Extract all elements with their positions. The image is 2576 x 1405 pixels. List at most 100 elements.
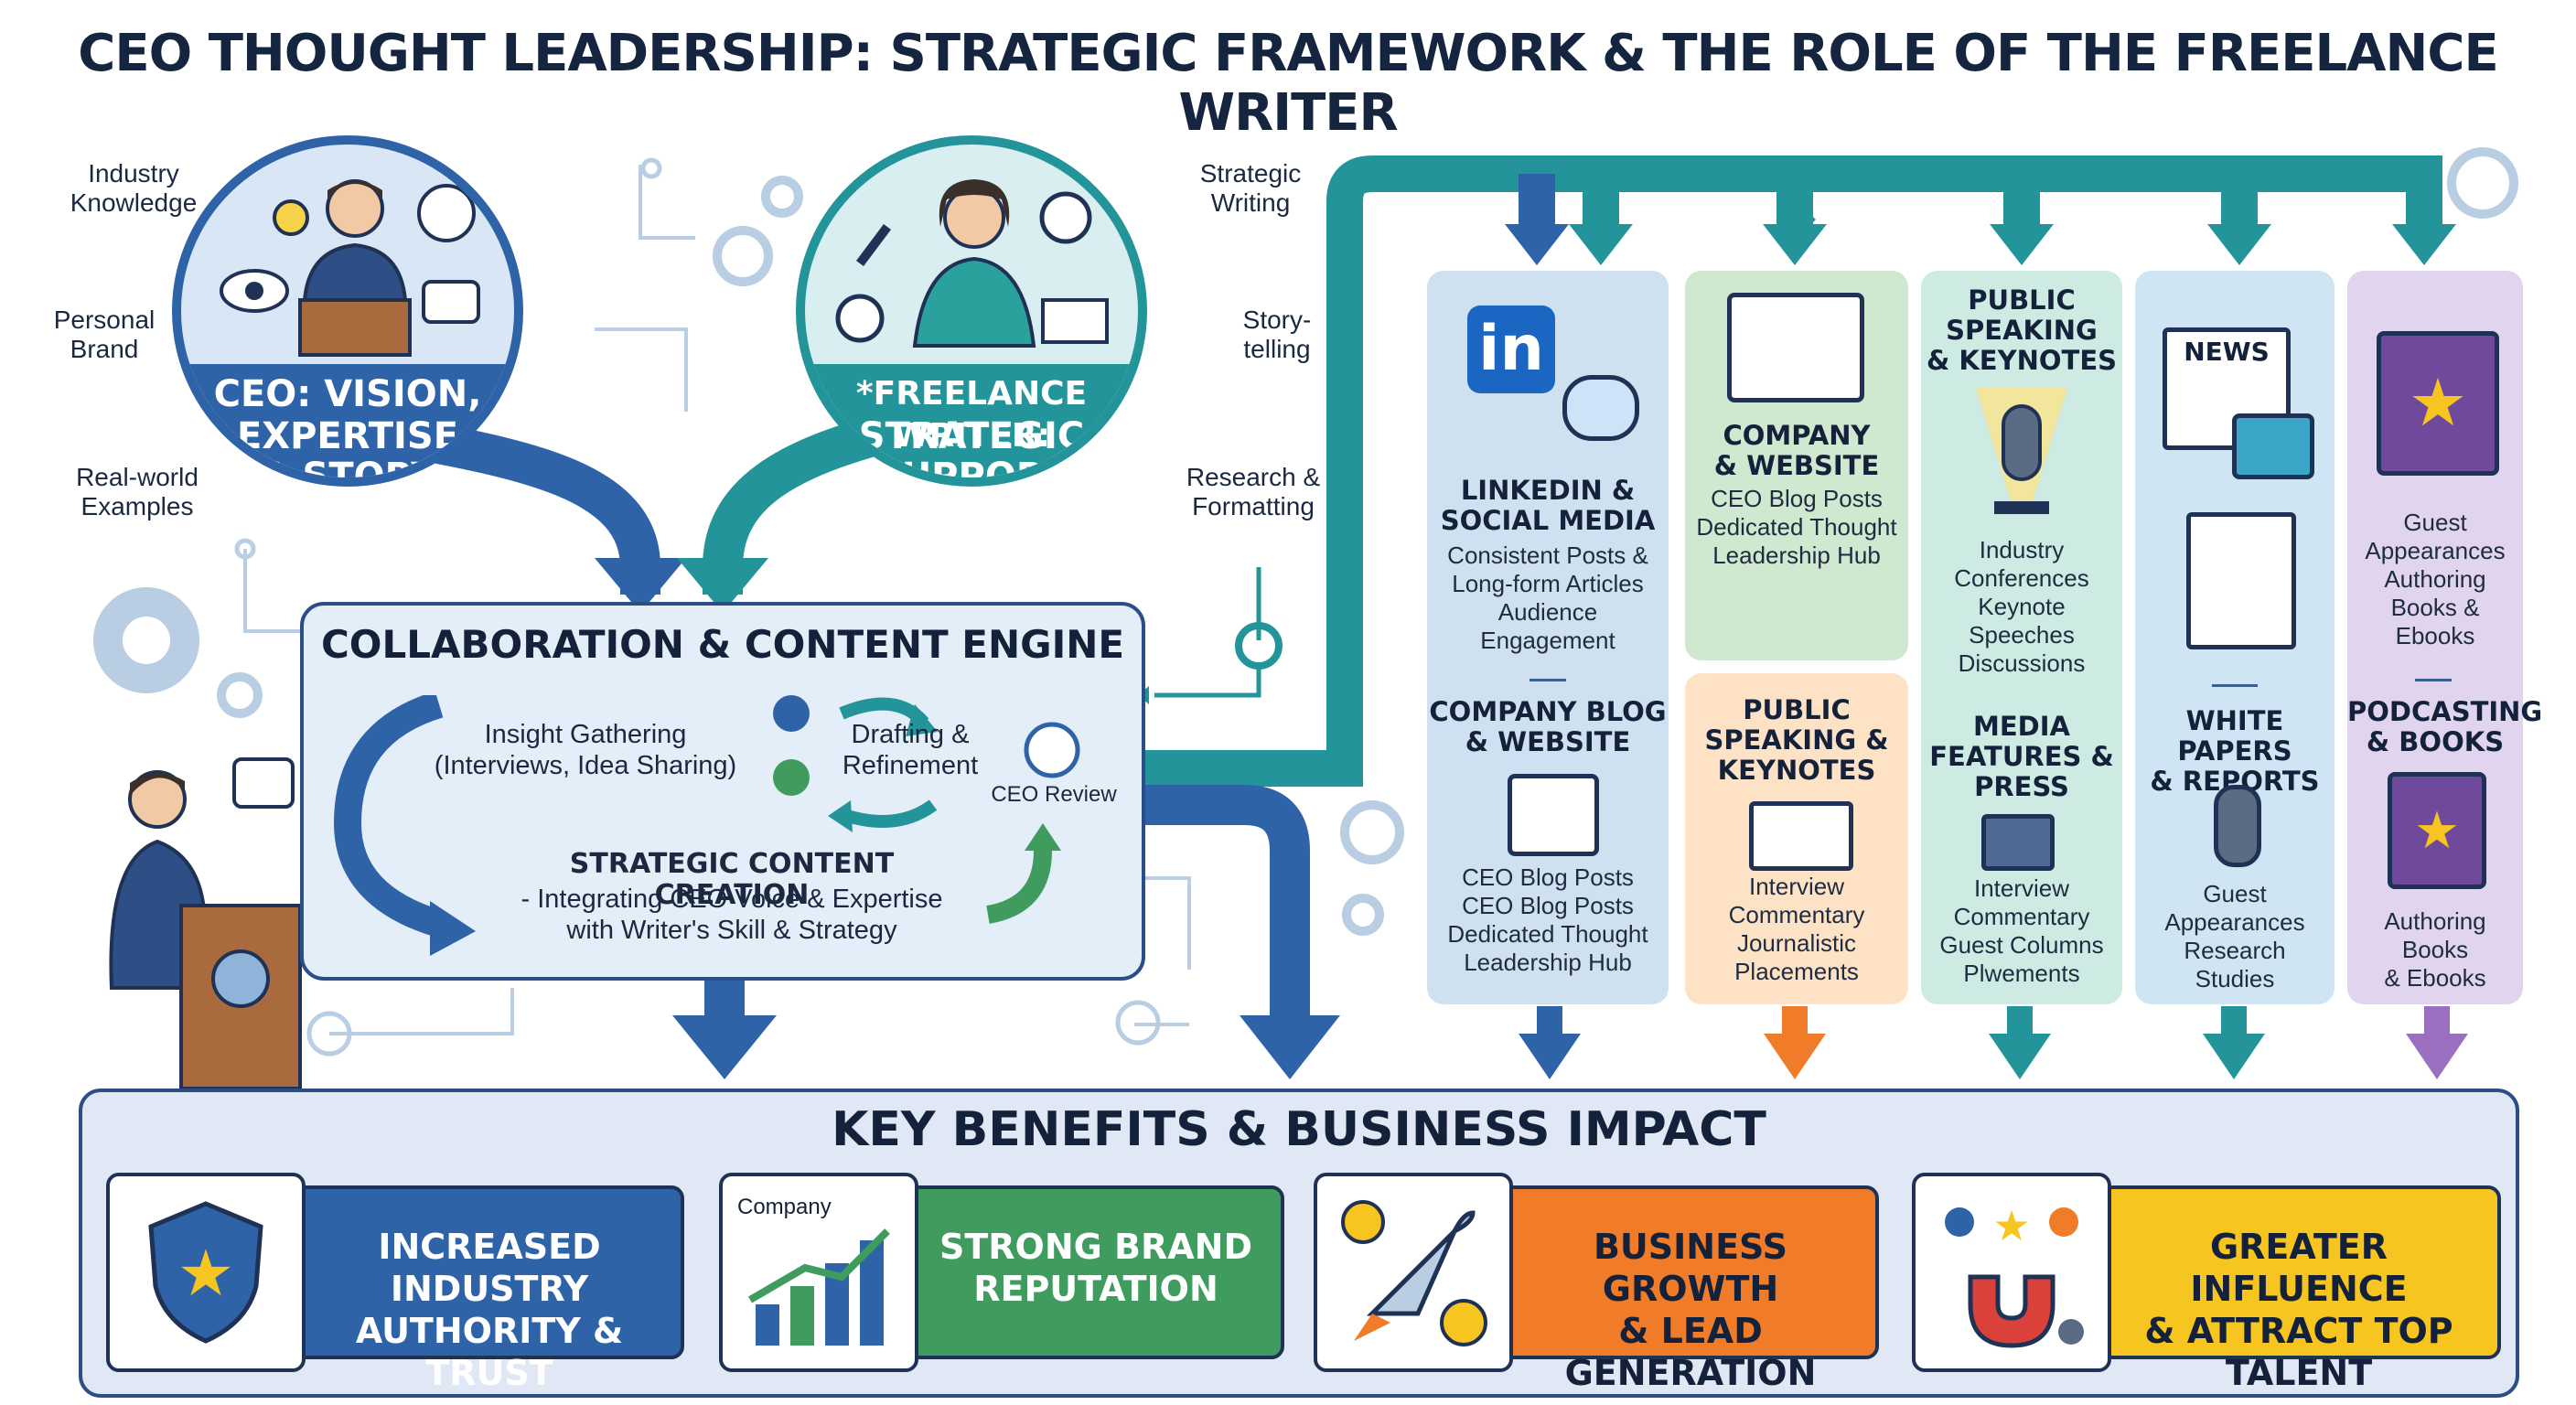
speaker-head-icon: [128, 770, 187, 829]
strategic-content-creation-body: - Integrating CEO Voice & Expertise with…: [521, 885, 943, 945]
benefit-growth-label: BUSINESS GROWTH & LEAD GENERATION: [1564, 1227, 1817, 1393]
company-website-body: CEO Blog Posts Dedicated Thought Leaders…: [1696, 485, 1897, 569]
arrow-head: [1240, 1015, 1340, 1079]
report-chart-icon: [2186, 512, 2296, 649]
podcast-microphone-icon: [2214, 785, 2261, 867]
arrow-head: [595, 558, 686, 613]
benefit-influence-label: GREATER INFLUENCE & ATTRACT TOP TALENT: [2144, 1227, 2453, 1393]
podium-icon: [298, 298, 412, 357]
benefit-brand-label: STRONG BRAND REPUTATION: [939, 1227, 1253, 1309]
ceo-review-text: CEO Review: [991, 782, 1117, 807]
insight-gathering-text: Insight Gathering (Interviews, Idea Shar…: [434, 720, 737, 780]
ceo-circle-label-2: EXPERTISE: [236, 415, 459, 457]
company-blog-body: CEO Blog Posts CEO Blog Posts Dedicated …: [1447, 863, 1648, 976]
ceo-podium-illustration: [220, 179, 480, 357]
page-title: CEO THOUGHT LEADERSHIP: STRATEGIC FRAMEW…: [78, 24, 2498, 143]
magnet-talent-icon: ★: [1912, 1173, 2111, 1372]
podcasting-top-body: Guest Appearances Authoring Books & Eboo…: [2365, 509, 2506, 649]
keynotes-head: PUBLIC SPEAKING & KEYNOTES: [1926, 284, 2118, 376]
white-papers-head: WHITE PAPERS & REPORTS: [2150, 705, 2320, 797]
benefit-growth-card: [1473, 1185, 1879, 1359]
network-line: [639, 165, 695, 240]
ceo-circle-label-1: CEO: VISION,: [213, 373, 482, 415]
arrow-head: [677, 558, 768, 613]
network-node: [1115, 1000, 1161, 1046]
white-papers-body: Guest Appearances Research Studies: [2164, 880, 2305, 992]
company-website-head: COMPANY & WEBSITE: [1713, 420, 1880, 481]
shield-star-icon: ★: [106, 1173, 306, 1372]
lightbulb-icon: [273, 199, 309, 236]
podcasting-body: Authoring Books & Ebooks: [2384, 907, 2486, 992]
media-features-body: Interview Commentary Guest Columns Plwem…: [1939, 874, 2104, 987]
media-features-head: MEDIA FEATURES & PRESS: [1929, 711, 2114, 802]
network-line: [243, 549, 302, 633]
linkedin-icon: in: [1467, 306, 1555, 393]
ceo-side-label-examples: Real-world Examples: [76, 463, 199, 520]
writer-circle-label-2: STRATEGIC: [858, 415, 1085, 457]
linkedin-body: Consistent Posts & Long-form Articles Au…: [1447, 542, 1648, 654]
magnifier-icon: [835, 294, 885, 343]
book-icon: [1041, 298, 1109, 344]
arrow-head: [672, 1015, 777, 1079]
book-star-icon: ★: [2377, 331, 2499, 476]
keynotes-body: Industry Conferences Keynote Speeches Di…: [1954, 536, 2089, 677]
ceo-side-label-industry: Industry Knowledge: [70, 159, 198, 217]
network-line: [1138, 876, 1191, 970]
svg-text:★: ★: [1992, 1202, 2030, 1249]
ceo-side-label-brand: Personal Brand: [53, 306, 156, 363]
writer-side-label-storytelling: Story- telling: [1242, 306, 1312, 363]
ceo-circle-label-3: & STORY: [257, 456, 438, 487]
engine-cycle-arrows: [333, 695, 1080, 956]
writer-illustration: [835, 179, 1109, 348]
company-blog-head: COMPANY BLOG & WEBSITE: [1429, 696, 1667, 757]
engine-title: COLLABORATION & CONTENT ENGINE: [320, 622, 1125, 667]
newspaper-icon: [1749, 801, 1853, 871]
chat-icon: [1562, 375, 1639, 441]
document-pencil-icon: [1508, 774, 1599, 856]
speech-bubble-icon: [232, 757, 295, 809]
writer-circle-label-3: SUPPORT: [875, 456, 1068, 487]
growth-chart-icon: Company: [719, 1173, 918, 1372]
news-icon: NEWS: [2163, 327, 2291, 450]
connector-node: [1235, 622, 1283, 670]
public-speaking-head: PUBLIC SPEAKING & KEYNOTES: [1704, 694, 1889, 786]
svg-text:★: ★: [177, 1238, 235, 1309]
tv-icon: [2232, 413, 2314, 479]
linkedin-head: LINKEDIN & SOCIAL MEDIA: [1440, 475, 1656, 536]
speech-bubble-icon: [417, 184, 476, 242]
ceo-review-icon: [1024, 722, 1080, 778]
speaker-at-podium-illustration: [109, 757, 302, 1090]
benefit-authority-label: INCREASED INDUSTRY AUTHORITY & TRUST: [355, 1227, 624, 1393]
writer-side-label-strategic: Strategic Writing: [1199, 159, 1302, 217]
arrow-head: [430, 901, 476, 956]
network-line: [329, 988, 514, 1035]
microphone-spotlight-icon: [1976, 388, 2067, 514]
network-node: [234, 538, 256, 560]
strategic-content-creation-title: STRATEGIC CONTENT CREATION: [569, 848, 895, 911]
book-star-icon: ★: [2388, 772, 2486, 889]
rocket-icon: [1314, 1173, 1513, 1372]
chat-icon: [422, 280, 480, 324]
public-speaking-body: Interview Commentary Journalistic Placem…: [1728, 873, 1865, 985]
video-camera-icon: [1981, 814, 2055, 871]
person-icon: [773, 759, 810, 796]
network-node: [306, 1011, 352, 1056]
pen-icon: [856, 224, 891, 266]
benefit-influence-card: [2100, 1185, 2501, 1359]
network-node: [640, 157, 662, 179]
drafting-refinement-text: Drafting & Refinement: [842, 720, 979, 780]
freelance-writer-circle: *FREELANCE WRITER: STRATEGIC SUPPORT: [796, 135, 1147, 487]
writer-circle-label-1: *FREELANCE WRITER:: [855, 375, 1088, 455]
writer-side-label-research: Research & Formatting: [1186, 463, 1321, 520]
podcasting-head: PODCASTING & BOOKS: [2347, 696, 2543, 757]
person-icon: [773, 695, 810, 732]
gear-icon: [217, 147, 2518, 936]
network-line: [595, 327, 688, 412]
website-pencil-icon: [1727, 293, 1864, 402]
distribution-bus: [1138, 156, 2442, 787]
arrow-head: [1505, 224, 1569, 265]
ceo-vision-circle: CEO: VISION, EXPERTISE & STORY: [172, 135, 523, 487]
arrow-head: [1025, 823, 1061, 851]
key-benefits-title: KEY BENEFITS & BUSINESS IMPACT: [832, 1102, 1766, 1157]
magnifier-icon: [1039, 191, 1092, 244]
